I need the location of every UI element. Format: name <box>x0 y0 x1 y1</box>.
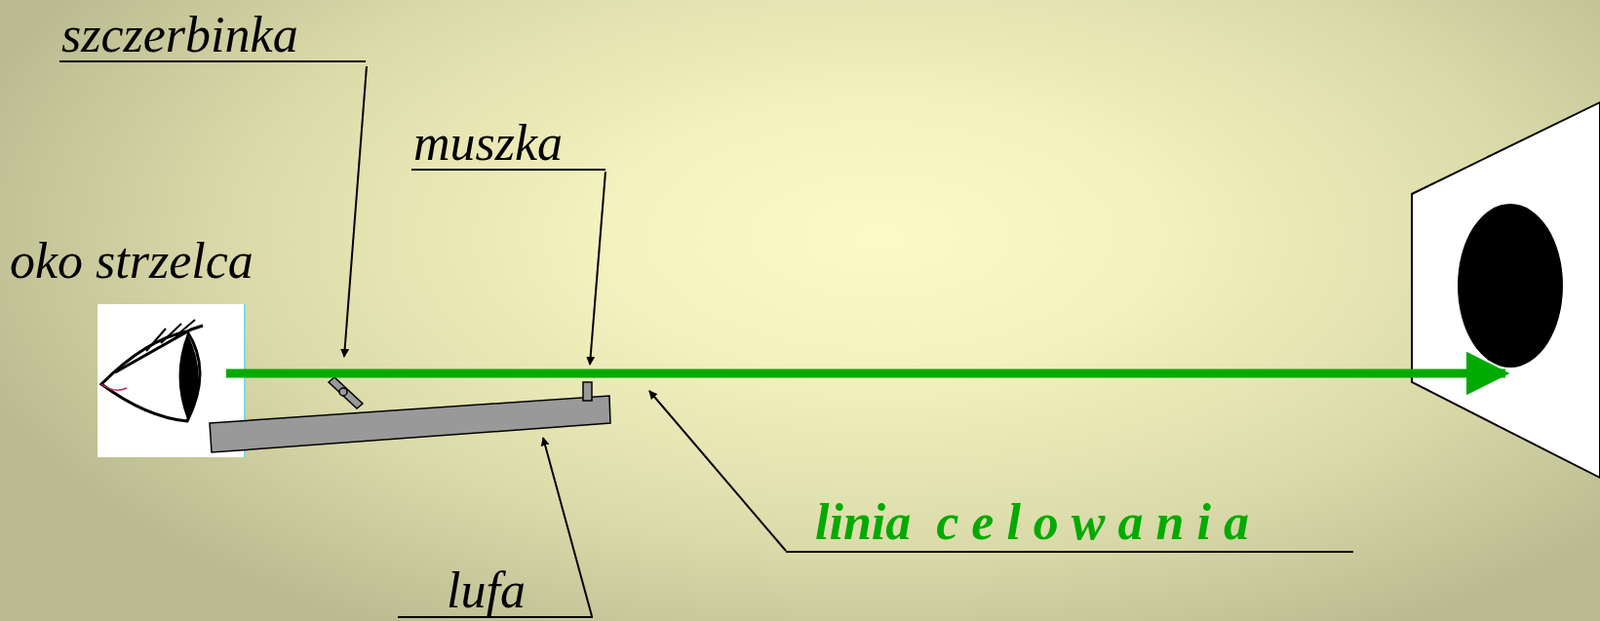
label-underline <box>411 168 606 171</box>
leader-line <box>649 390 786 551</box>
front-sight <box>583 382 592 401</box>
part-label: lufa <box>446 565 526 617</box>
line-of-sight <box>226 369 1506 379</box>
part-label: muszka <box>413 117 563 169</box>
line-label: linia c e l o w a n i a <box>815 497 1249 548</box>
label-underline <box>397 616 593 619</box>
leader-line <box>589 171 606 365</box>
part-label: oko strzelca <box>9 235 254 287</box>
target-board <box>1411 102 1600 478</box>
leader-line <box>543 437 592 617</box>
part-label: szczerbinka <box>61 9 299 61</box>
barrel <box>209 395 611 453</box>
label-underline <box>785 550 1354 553</box>
rear-sight <box>328 377 363 409</box>
label-underline <box>59 60 366 63</box>
leader-line <box>344 66 367 357</box>
target-bullseye <box>1457 203 1563 368</box>
